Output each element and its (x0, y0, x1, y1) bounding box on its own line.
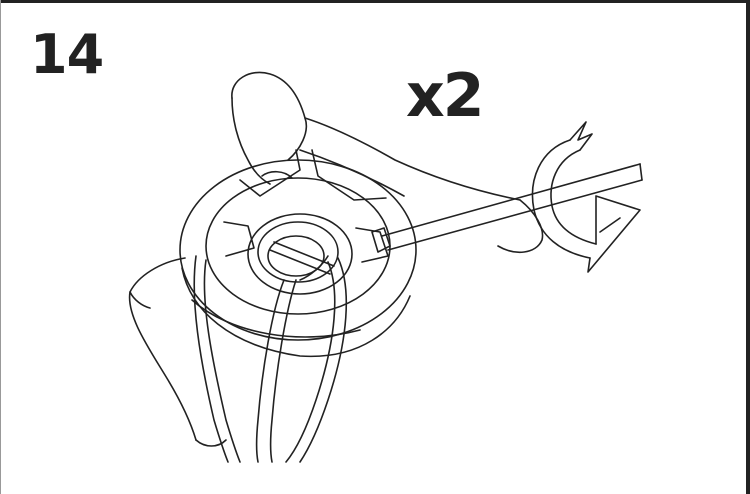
panel-border-right (746, 0, 750, 494)
repeat-count: x2 (406, 61, 484, 131)
trimmer-head-icon (179, 149, 417, 358)
step-number: 14 (30, 23, 104, 86)
screwdriver-icon (371, 163, 643, 253)
panel-border-top (0, 0, 750, 3)
trimmer-line-icon (193, 255, 348, 463)
rotate-arrow-icon (531, 121, 641, 273)
lower-hand-icon (128, 257, 227, 447)
panel-border-left (0, 0, 1, 494)
